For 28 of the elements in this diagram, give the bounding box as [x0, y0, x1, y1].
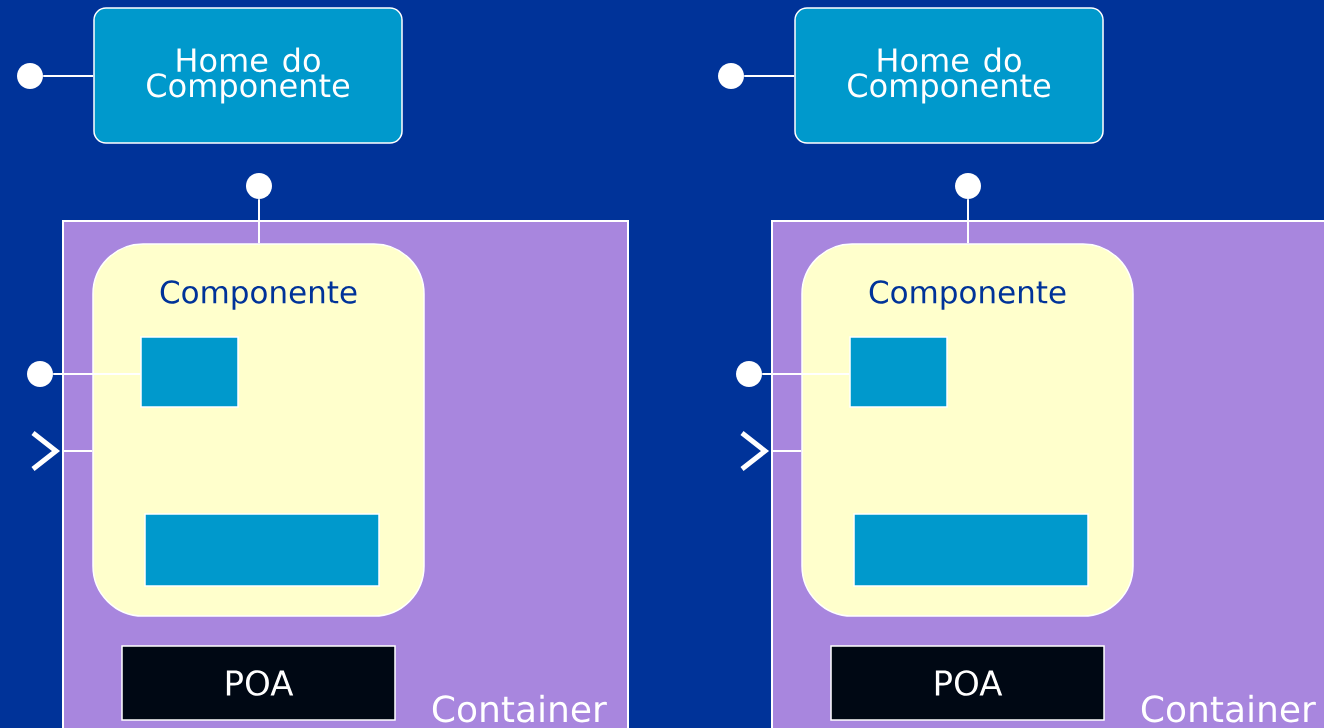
- home-box: Home do Componente: [93, 7, 403, 144]
- interface-box: [853, 513, 1089, 587]
- connector-line: [61, 450, 94, 452]
- container-label: Container: [432, 694, 607, 723]
- port-dot: [718, 63, 744, 89]
- connector-line: [761, 373, 851, 375]
- interface-box: [144, 513, 380, 587]
- port-dot: [27, 361, 53, 387]
- port-dot: [246, 173, 272, 199]
- component-label: Componente: [869, 280, 1066, 310]
- port-dot: [955, 173, 981, 199]
- connector-line: [743, 75, 796, 77]
- port-dot: [17, 63, 43, 89]
- interface-box: [849, 336, 948, 408]
- poa-box: POA: [121, 645, 396, 721]
- chevron: [740, 431, 770, 471]
- connector-line: [967, 198, 969, 245]
- port-dot: [736, 361, 762, 387]
- interface-box: [140, 336, 239, 408]
- connector-line: [770, 450, 803, 452]
- connector-line: [258, 198, 260, 245]
- container-label: Container: [1141, 694, 1316, 723]
- component-label: Componente: [160, 280, 357, 310]
- connector-line: [42, 75, 95, 77]
- poa-box: POA: [830, 645, 1105, 721]
- home-box: Home do Componente: [794, 7, 1104, 144]
- chevron: [31, 431, 61, 471]
- connector-line: [52, 373, 142, 375]
